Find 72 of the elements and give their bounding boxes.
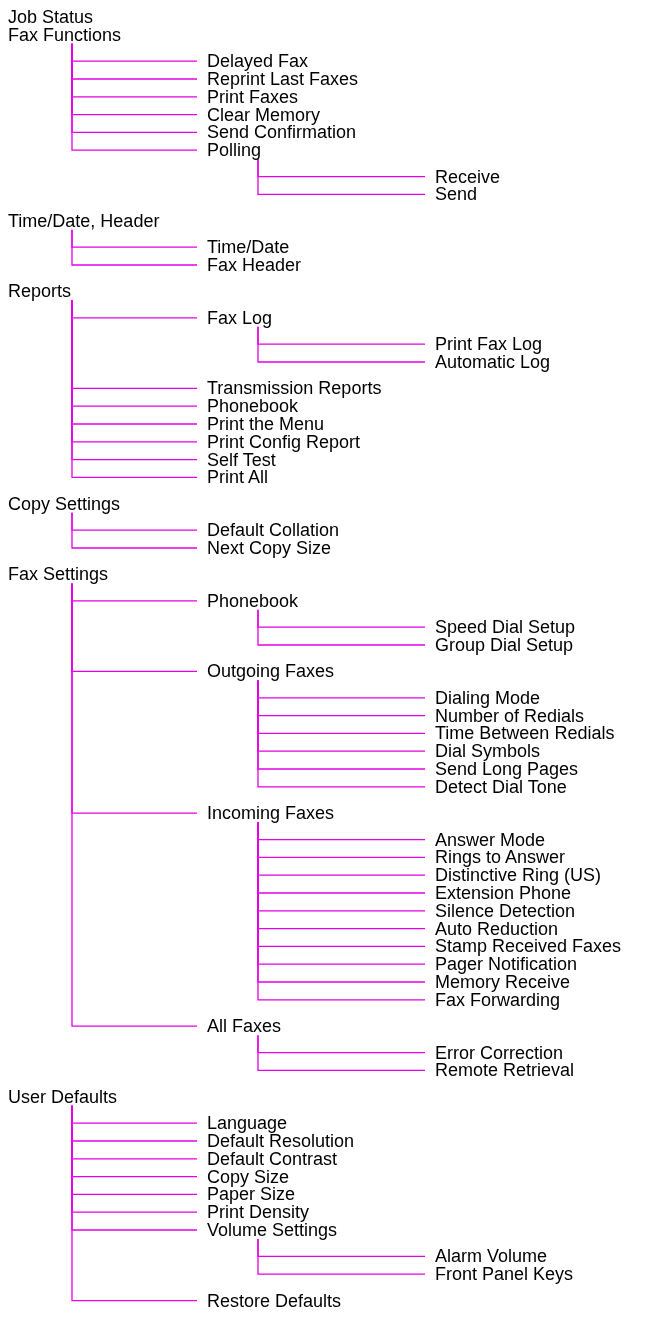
- menu-item: Polling: [197, 141, 262, 160]
- menu-item: Rings to Answer: [425, 848, 566, 867]
- menu-item: Receive: [425, 167, 501, 186]
- menu-item: Delayed Fax: [197, 52, 309, 71]
- connector-line: [257, 1034, 426, 1072]
- menu-item: Reports: [8, 282, 72, 301]
- connector-line: [71, 512, 198, 549]
- menu-item: Phonebook: [197, 397, 299, 416]
- menu-item: Clear Memory: [197, 105, 321, 124]
- menu-item: Send Long Pages: [425, 760, 579, 778]
- menu-item: Speed Dial Setup: [425, 618, 576, 637]
- menu-item: Job Status: [8, 8, 94, 26]
- menu-item: Time/Date, Header: [8, 211, 160, 230]
- menu-item: Extension Phone: [425, 884, 572, 902]
- menu-item: Answer Mode: [425, 830, 546, 849]
- menu-item: Send Confirmation: [197, 123, 357, 142]
- menu-item: Memory Receive: [425, 973, 571, 991]
- menu-item: Print the Menu: [197, 415, 325, 433]
- menu-item: Copy Size: [197, 1167, 290, 1186]
- menu-item: Front Panel Keys: [425, 1265, 574, 1284]
- menu-item: Incoming Faxes: [197, 804, 335, 823]
- menu-item: Time/Date: [197, 238, 290, 257]
- menu-item: Copy Settings: [8, 494, 121, 513]
- menu-item: Fax Settings: [8, 565, 109, 584]
- menu-item: Pager Notification: [425, 955, 578, 974]
- menu-item: Distinctive Ring (US): [425, 866, 602, 885]
- menu-item: Alarm Volume: [425, 1247, 548, 1266]
- connector-line: [257, 326, 426, 363]
- menu-item: Fax Functions: [8, 25, 122, 44]
- menu-item: Language: [197, 1114, 288, 1133]
- menu-item: Print Faxes: [197, 87, 299, 106]
- menu-item: Self Test: [197, 450, 276, 469]
- connector-line: [71, 582, 198, 1027]
- menu-item: Silence Detection: [425, 901, 576, 920]
- menu-item: Paper Size: [197, 1185, 296, 1204]
- menu-item: Send: [425, 185, 478, 204]
- connector-line: [71, 43, 198, 151]
- menu-item: Reprint Last Faxes: [197, 70, 359, 88]
- menu-item: Phonebook: [197, 591, 299, 610]
- menu-item: Volume Settings: [197, 1221, 338, 1239]
- menu-item: Outgoing Faxes: [197, 662, 335, 681]
- menu-item: Dial Symbols: [425, 742, 541, 761]
- menu-item: Error Correction: [425, 1043, 564, 1062]
- menu-item: Next Copy Size: [197, 539, 332, 557]
- menu-item: Default Collation: [197, 521, 340, 540]
- connector-line: [257, 158, 426, 196]
- menu-item: Time Between Redials: [425, 724, 615, 743]
- connector-line: [257, 609, 426, 646]
- connector-line: [71, 1105, 198, 1302]
- menu-item: Number of Redials: [425, 706, 585, 725]
- menu-item: Default Resolution: [197, 1132, 355, 1150]
- menu-item: Transmission Reports: [197, 379, 382, 398]
- menu-item: Stamp Received Faxes: [425, 937, 622, 956]
- menu-item: Remote Retrieval: [425, 1061, 575, 1080]
- connector-line: [257, 1238, 426, 1275]
- menu-item: Group Dial Setup: [425, 636, 574, 654]
- menu-item: Print Density: [197, 1203, 310, 1222]
- menu-item: Fax Header: [197, 256, 302, 274]
- connector-line: [71, 229, 198, 266]
- menu-item: Print Fax Log: [425, 335, 543, 354]
- menu-item: Restore Defaults: [197, 1291, 342, 1310]
- menu-item: User Defaults: [8, 1087, 118, 1106]
- menu-item: Default Contrast: [197, 1149, 338, 1168]
- menu-item: All Faxes: [197, 1017, 282, 1036]
- menu-item: Auto Reduction: [425, 919, 559, 938]
- menu-item: Dialing Mode: [425, 688, 541, 707]
- menu-item: Automatic Log: [425, 353, 551, 371]
- menu-item: Fax Forwarding: [425, 990, 561, 1009]
- menu-item: Print Config Report: [197, 432, 361, 451]
- menu-item: Print All: [197, 468, 269, 487]
- menu-item: Fax Log: [197, 308, 273, 327]
- connector-line: [257, 679, 426, 788]
